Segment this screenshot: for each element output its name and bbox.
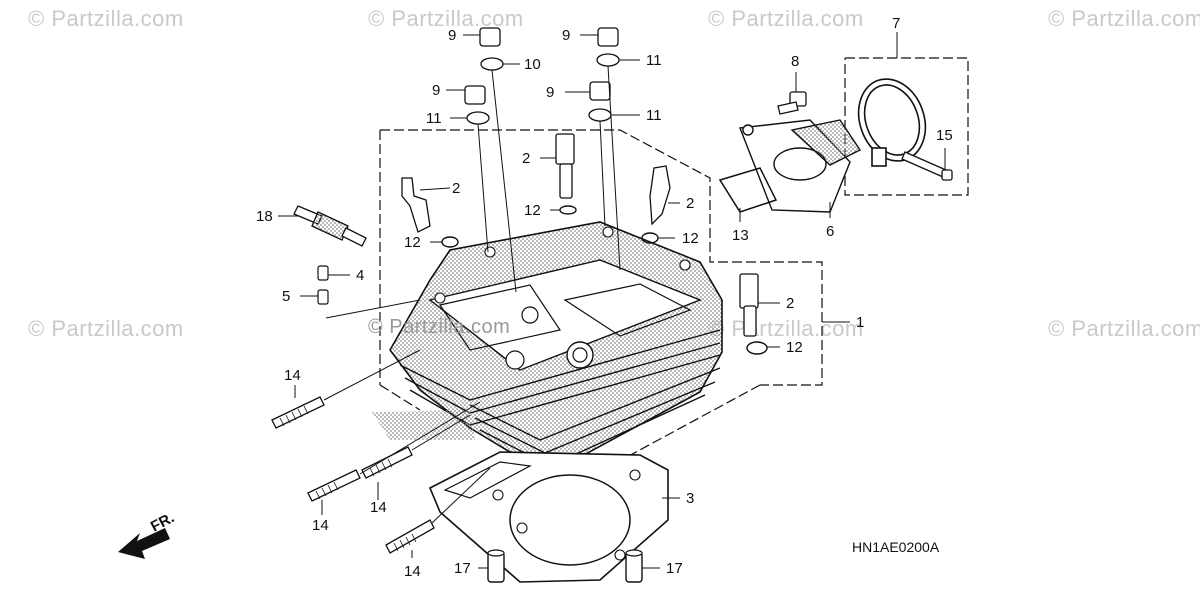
callout-11: 11 [646,107,662,124]
callout-9: 9 [432,82,440,99]
watermark: © Partzilla.com [708,316,864,341]
callout-12: 12 [786,339,803,356]
callout-2: 2 [786,295,794,312]
callout-2: 2 [522,150,530,167]
callout-12: 12 [682,230,699,247]
diagram-code: HN1AE0200A [852,539,940,555]
callout-3: 3 [686,490,694,507]
callout-9: 9 [546,84,554,101]
dowel-pin [487,549,505,583]
callout-12: 12 [404,234,421,251]
tappet-piece [317,265,329,305]
center-watermark: © Partzilla.com [368,316,511,338]
leader-lines [477,65,621,293]
watermark: © Partzilla.com [1048,6,1200,31]
callout-17: 17 [454,560,471,577]
watermark: © Partzilla.com [28,316,184,341]
stud-thread-lines [279,405,417,552]
stud-bolt [271,396,435,554]
intake-o-ring [718,167,778,213]
dowel-pin [625,549,643,583]
callout-5: 5 [282,288,290,305]
callout-18: 18 [256,208,273,225]
head-gasket [428,451,669,583]
callout-10: 10 [524,56,541,73]
callout-9: 9 [448,27,456,44]
leader-lines [323,349,491,524]
callout-8: 8 [791,53,799,70]
watermark: © Partzilla.com [368,6,524,31]
front-arrow-icon [118,528,170,559]
callout-leaders [278,32,946,569]
callout-15: 15 [936,127,953,144]
bolt [777,91,807,115]
callout-17: 17 [666,560,683,577]
callout-6: 6 [826,223,834,240]
callout-2: 2 [686,195,694,212]
callout-labels: 9 9 10 11 9 9 11 11 2 2 2 2 12 12 12 12 … [256,15,953,580]
callout-14: 14 [370,499,387,516]
watermark: © Partzilla.com [28,6,184,31]
leader-lines [325,299,421,319]
callout-1: 1 [856,314,864,331]
callout-2: 2 [452,180,460,197]
cap-nut [464,27,619,105]
cylinder-head [372,221,723,471]
callout-4: 4 [356,267,364,284]
callout-13: 13 [732,227,749,244]
callout-14: 14 [404,563,421,580]
front-arrow-label: FR. [148,509,177,535]
callout-7: 7 [892,15,900,32]
callout-14: 14 [312,517,329,534]
callout-14: 14 [284,367,301,384]
spark-plug [293,205,367,247]
watermark: © Partzilla.com [1048,316,1200,341]
clamp-band [857,78,927,167]
watermark: © Partzilla.com [708,6,864,31]
callout-11: 11 [646,52,662,69]
callout-11: 11 [426,110,442,127]
callout-9: 9 [562,27,570,44]
callout-12: 12 [524,202,541,219]
valve-guide [401,133,759,337]
clamp-screw [901,151,953,181]
intake-pipe [739,119,862,213]
